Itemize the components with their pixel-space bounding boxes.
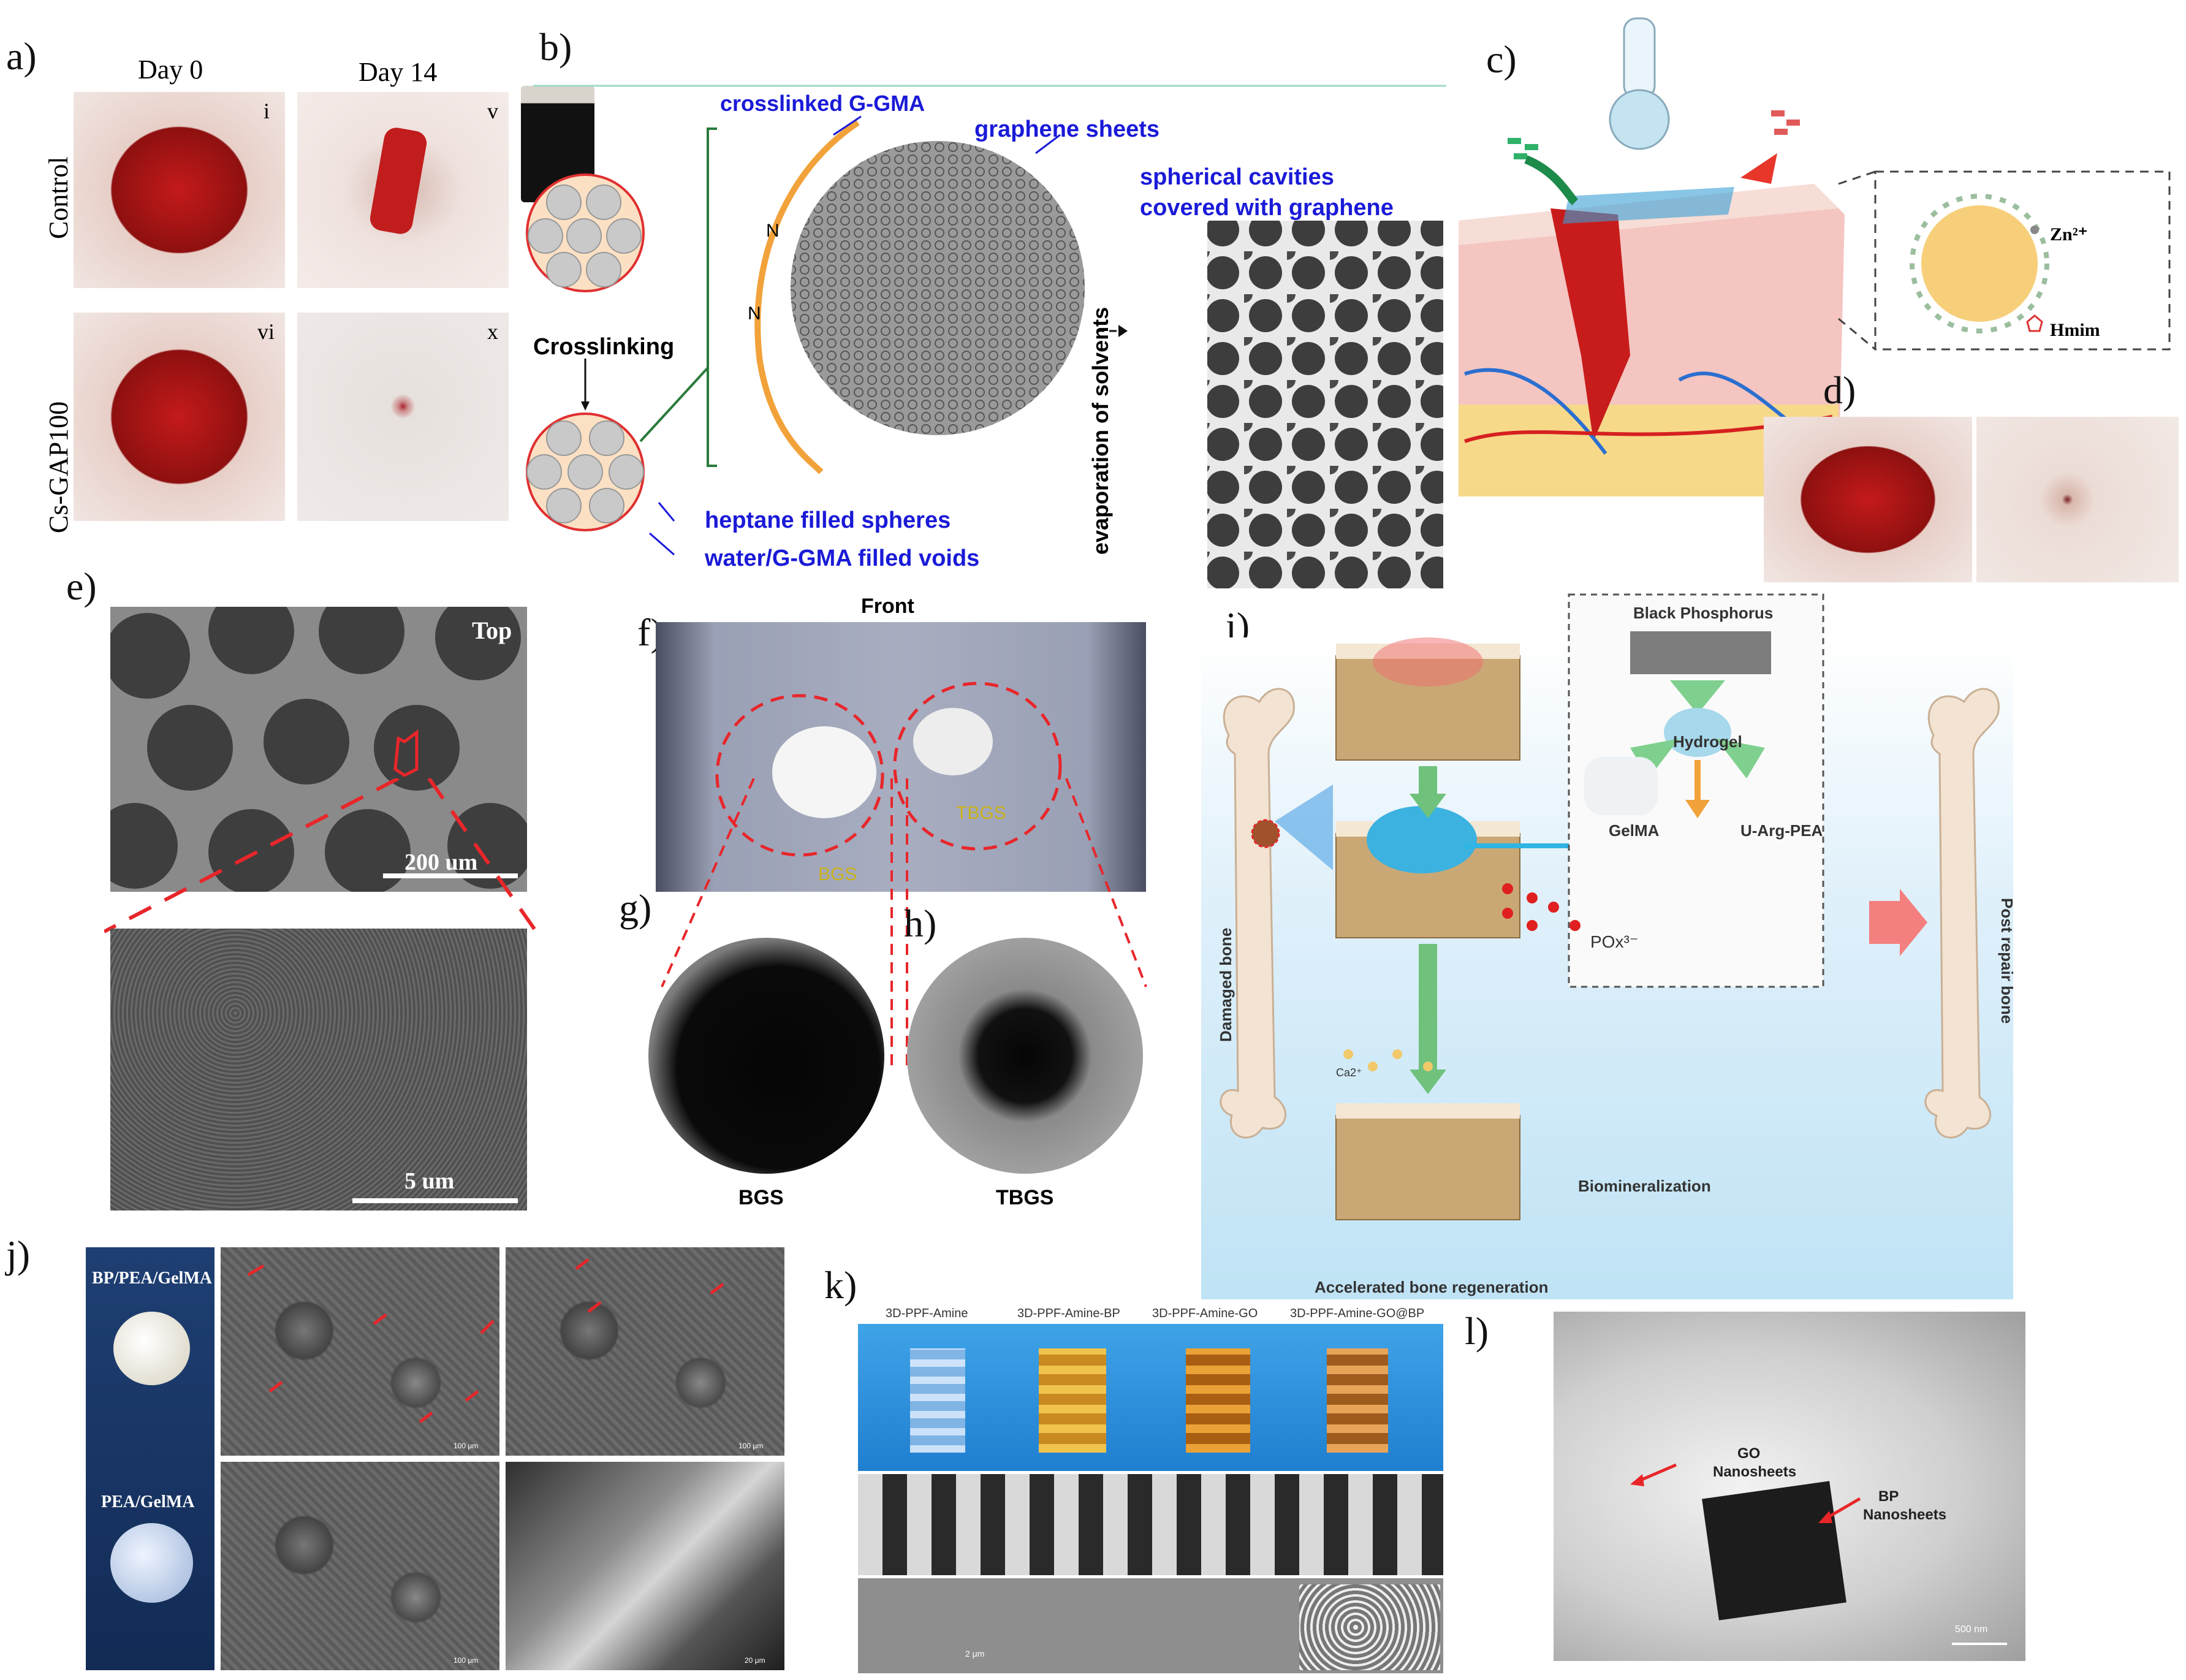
a-sub-v: v bbox=[487, 99, 498, 123]
l-scale: 500 nm bbox=[1955, 1624, 1988, 1635]
j-sem-pea-20 bbox=[506, 1462, 784, 1670]
j-sem-bp-100 bbox=[221, 1247, 499, 1456]
a-photo-control-day0 bbox=[74, 92, 285, 288]
j-scale-2: 100 μm bbox=[738, 1442, 764, 1450]
a-row-control: Control bbox=[44, 156, 74, 239]
b-label-graphene: graphene sheets bbox=[974, 116, 1159, 142]
panel-label-k: k) bbox=[824, 1263, 857, 1307]
a-photo-control-day14 bbox=[297, 92, 509, 288]
j-sem-pea-100 bbox=[221, 1462, 499, 1670]
a-sub-x: x bbox=[487, 319, 498, 344]
b-label-heptane: heptane filled spheres bbox=[705, 507, 951, 533]
i-label-ca: Ca2⁺ bbox=[1336, 1066, 1362, 1079]
b-label-crosslinked: crosslinked G-GMA bbox=[720, 91, 925, 116]
i-label-uarg: U-Arg-PEA bbox=[1740, 821, 1823, 840]
j-scale-4: 20 μm bbox=[745, 1656, 765, 1665]
l-label-go: GO bbox=[1737, 1445, 1761, 1462]
panel-label-d: d) bbox=[1823, 368, 1856, 412]
k-sem-row1 bbox=[858, 1474, 1443, 1575]
i-label-gelma: GelMA bbox=[1609, 821, 1660, 840]
i-label-bp: Black Phosphorus bbox=[1633, 604, 1774, 622]
k-col-3: 3D-PPF-Amine-GO bbox=[1152, 1307, 1258, 1320]
panel-label-e: e) bbox=[66, 564, 97, 608]
j-hydrogel-photo bbox=[86, 1247, 214, 1670]
e-scale-200: 200 um bbox=[404, 850, 478, 875]
f-label-front: Front bbox=[861, 595, 914, 618]
f-label-tbgs: TBGS bbox=[956, 803, 1006, 823]
i-bone-diagram bbox=[1220, 593, 2000, 1220]
gh-zoom-lines bbox=[661, 778, 1147, 1073]
b-label-cavities2: covered with graphene bbox=[1140, 195, 1394, 221]
f-ct-render bbox=[656, 622, 1146, 892]
l-arrows bbox=[1630, 1463, 2007, 1645]
panel-label-j: j) bbox=[6, 1233, 31, 1276]
b-label-evaporation: evaporation of solvents bbox=[1088, 306, 1113, 555]
l-tem-image bbox=[1554, 1312, 2025, 1661]
panel-label-c: c) bbox=[1486, 37, 1517, 81]
panel-label-a: a) bbox=[6, 34, 37, 78]
panel-label-b: b) bbox=[539, 25, 572, 69]
l-label-bp2: Nanosheets bbox=[1863, 1507, 1947, 1523]
panel-label-l: l) bbox=[1465, 1309, 1489, 1353]
h-ct-circle bbox=[907, 938, 1143, 1174]
i-label-biomin: Biomineralization bbox=[1578, 1177, 1711, 1195]
b-n-1: N bbox=[748, 303, 761, 324]
a-row-csgap: Cs-GAP100 bbox=[44, 401, 74, 533]
e-sem-top bbox=[110, 607, 527, 892]
c-label-hmim: Hmim bbox=[2050, 320, 2100, 340]
a-sub-i: i bbox=[264, 99, 270, 123]
k-col-2: 3D-PPF-Amine-BP bbox=[1017, 1307, 1120, 1320]
b-label-cavities1: spherical cavities bbox=[1140, 164, 1334, 190]
a-col-day14: Day 14 bbox=[359, 57, 438, 87]
a-col-day0: Day 0 bbox=[138, 55, 203, 85]
i-label-post: Post repair bone bbox=[1998, 898, 2016, 1024]
f-label-bgs: BGS bbox=[818, 864, 857, 884]
k-col-1: 3D-PPF-Amine bbox=[886, 1307, 968, 1320]
d-photo-healed bbox=[1976, 417, 2179, 582]
a-photo-csgap-day0 bbox=[74, 313, 285, 521]
k-scale: 2 μm bbox=[965, 1649, 985, 1659]
j-red-arrows bbox=[247, 1258, 724, 1423]
e-zoom-lines bbox=[104, 778, 538, 933]
panel-label-g: g) bbox=[619, 886, 652, 930]
i-label-damaged: Damaged bone bbox=[1216, 927, 1235, 1042]
i-label-pox: POx³⁻ bbox=[1590, 932, 1639, 951]
j-label-bp: BP/PEA/GelMA bbox=[92, 1269, 212, 1288]
b-label-crosslinking: Crosslinking bbox=[533, 334, 675, 360]
c-label-zn: Zn²⁺ bbox=[2050, 224, 2088, 245]
i-label-hydrogel: Hydrogel bbox=[1673, 732, 1742, 751]
g-ct-circle bbox=[648, 938, 884, 1174]
l-label-bp: BP bbox=[1878, 1488, 1899, 1505]
e-sem-zoom bbox=[110, 929, 527, 1211]
a-sub-vi: vi bbox=[257, 319, 275, 344]
e-scale-5: 5 um bbox=[404, 1168, 455, 1194]
i-label-accel: Accelerated bone regeneration bbox=[1315, 1278, 1549, 1296]
b-label-water: water/G-GMA filled voids bbox=[705, 545, 980, 571]
j-label-pea: PEA/GelMA bbox=[101, 1492, 195, 1511]
panel-label-h: h) bbox=[904, 902, 937, 945]
l-label-go2: Nanosheets bbox=[1713, 1464, 1797, 1480]
f-dash-circles bbox=[715, 682, 1062, 857]
k-sem-row2 bbox=[858, 1578, 1443, 1673]
b-schematic bbox=[526, 85, 1446, 588]
h-label-tbgs: TBGS bbox=[996, 1186, 1054, 1209]
g-label-bgs: BGS bbox=[738, 1186, 784, 1209]
a-photo-csgap-day14 bbox=[297, 313, 509, 521]
e-label-top: Top bbox=[472, 617, 512, 644]
j-sem-bp-20 bbox=[506, 1247, 784, 1456]
d-photo-day0 bbox=[1764, 417, 1972, 582]
j-scale-1: 100 μm bbox=[454, 1442, 479, 1450]
b-n-2: N bbox=[766, 221, 780, 241]
j-scale-3: 100 μm bbox=[454, 1656, 479, 1665]
k-photo-row bbox=[858, 1324, 1443, 1471]
e-scalebar-5 bbox=[352, 1198, 518, 1203]
k-col-4: 3D-PPF-Amine-GO@BP bbox=[1290, 1307, 1425, 1320]
